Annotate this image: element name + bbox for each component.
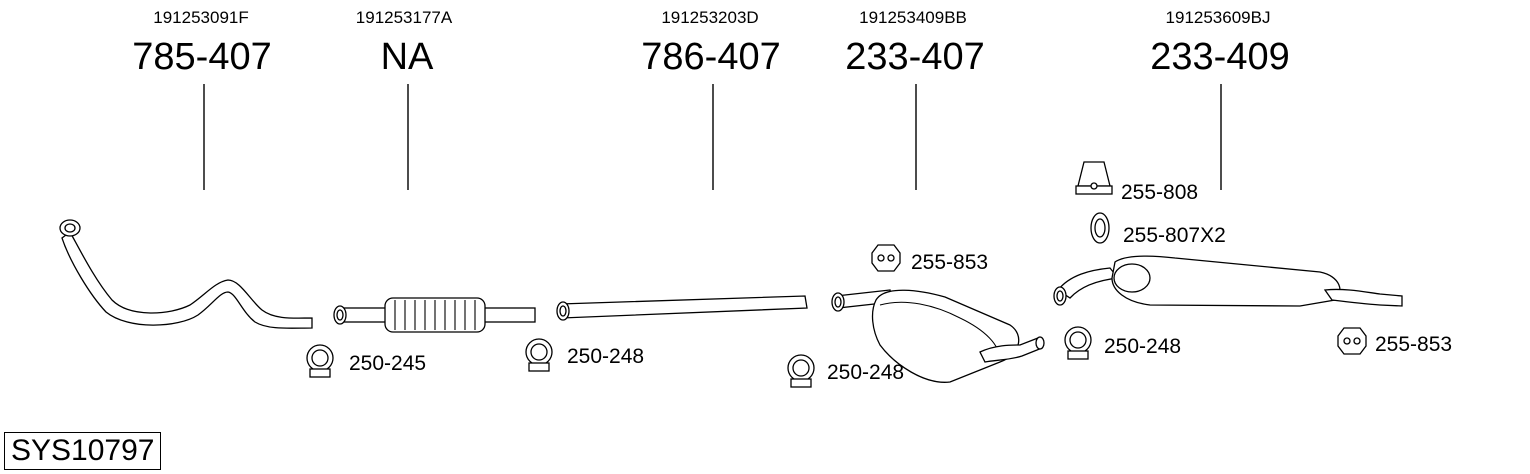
clamp-icon-250-248 [525,338,553,372]
accessory-label-clamp: 250-248 [827,361,905,384]
part-number: 233-407 [845,36,985,78]
accessory-label-clamp: 250-248 [567,345,645,368]
mid-pipe-drawing [556,295,808,321]
ring-icon [1090,212,1110,244]
part-number: 233-409 [1150,36,1290,78]
accessory-label-hanger: 255-853 [1375,333,1453,356]
accessory-label-ring: 255-807X2 [1123,224,1226,247]
oe-number: 191253091F [153,8,249,27]
oe-number: 191253609BJ [1165,8,1271,27]
front-pipe-drawing [59,219,313,329]
accessory-label-hanger: 255-853 [911,251,989,274]
part-number: NA [380,36,434,78]
oe-number: 191253409BB [859,8,967,27]
hanger-icon-255-853 [871,244,901,272]
rear-silencer-drawing [1053,255,1403,307]
middle-silencer-drawing [831,289,1045,383]
system-code-label: SYS10797 [4,432,162,470]
hanger-icon-255-853 [1337,327,1367,355]
accessory-label-clamp: 250-248 [1104,335,1182,358]
clamp-icon-250-248 [787,354,815,388]
flex-pipe-drawing [333,297,536,333]
rubber-mount-icon [1075,161,1113,195]
part-number: 786-407 [641,36,781,78]
oe-number: 191253177A [355,8,453,27]
clamp-icon-250-248 [1064,326,1092,360]
clamp-icon-250-245 [306,344,334,378]
part-number: 785-407 [132,36,272,78]
accessory-label-clamp: 250-245 [349,352,427,375]
oe-number: 191253203D [661,8,759,27]
accessory-label-mount: 255-808 [1121,181,1199,204]
